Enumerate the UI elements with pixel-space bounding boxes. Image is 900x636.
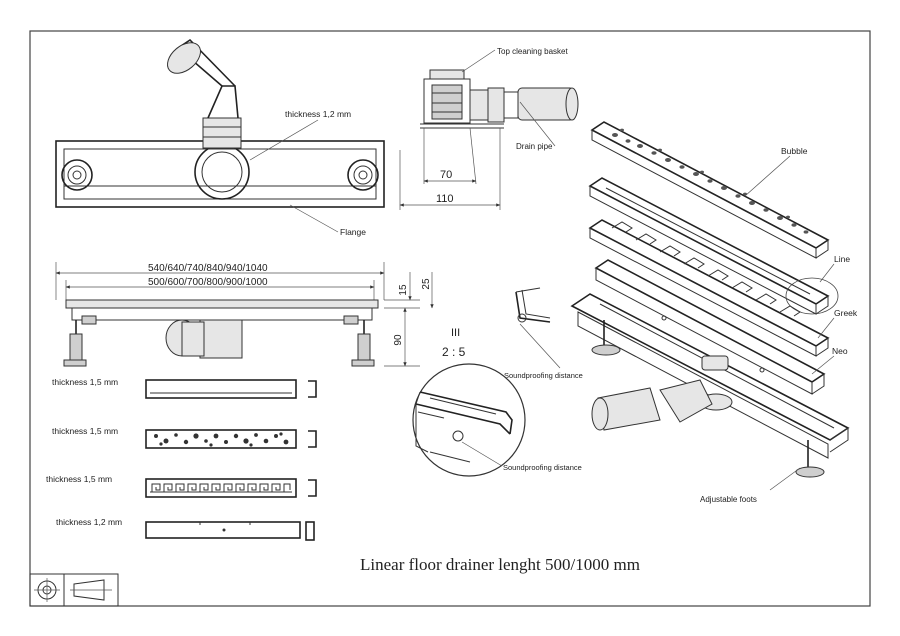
dim-70: 70 [440, 169, 452, 181]
dim-110: 110 [436, 193, 454, 205]
greek-label: Greek [834, 308, 858, 318]
front-view-drawing [63, 299, 379, 367]
grate-3-thickness: thickness 1,5 mm [46, 474, 112, 484]
grate-neo [145, 521, 315, 541]
soundproofing-label-1: Soundproofing distance [504, 371, 583, 380]
dim-25: 25 [421, 278, 432, 290]
top-view-drawing [55, 38, 385, 208]
line-grate-callout [785, 277, 839, 315]
dim-inner: 500/600/700/800/900/1000 [148, 277, 268, 288]
detail-small-drawing [515, 287, 551, 323]
bubble-label: Bubble [781, 146, 808, 156]
detail-large-drawing [415, 391, 513, 463]
neo-label: Neo [832, 346, 848, 356]
grate-line [145, 379, 317, 399]
projection-symbol [29, 573, 119, 607]
line-label: Line [834, 254, 850, 264]
exploded-greek-grate [588, 219, 830, 357]
dim-90: 90 [393, 334, 404, 346]
exploded-channel-body [570, 293, 850, 478]
exploded-line-grate [588, 177, 830, 315]
dim-outer: 540/640/740/840/940/1040 [148, 263, 268, 274]
grate-4-thickness: thickness 1,2 mm [56, 517, 122, 527]
detail-mark: III [451, 327, 460, 339]
exploded-neo-grate [594, 259, 826, 395]
drain-pipe-label: Drain pipe [516, 142, 553, 151]
soundproofing-label-2: Soundproofing distance [503, 463, 582, 472]
drawing-title: Linear floor drainer lenght 500/1000 mm [360, 555, 640, 574]
feet-label: Adjustable foots [700, 495, 757, 504]
exploded-bubble-grate [590, 121, 830, 259]
grate-bubble [145, 429, 317, 449]
side-section-drawing [420, 69, 579, 129]
top-view-thickness-label: thickness 1,2 mm [285, 109, 351, 119]
basket-label: Top cleaning basket [497, 47, 568, 56]
sheet-frame [29, 30, 871, 607]
detail-scale: 2 : 5 [442, 345, 466, 359]
grate-greek [145, 478, 317, 498]
detail-circle [412, 363, 526, 477]
flange-label: Flange [340, 227, 366, 237]
grate-2-thickness: thickness 1,5 mm [52, 426, 118, 436]
grate-1-thickness: thickness 1,5 mm [52, 377, 118, 387]
dim-15: 15 [398, 284, 409, 296]
